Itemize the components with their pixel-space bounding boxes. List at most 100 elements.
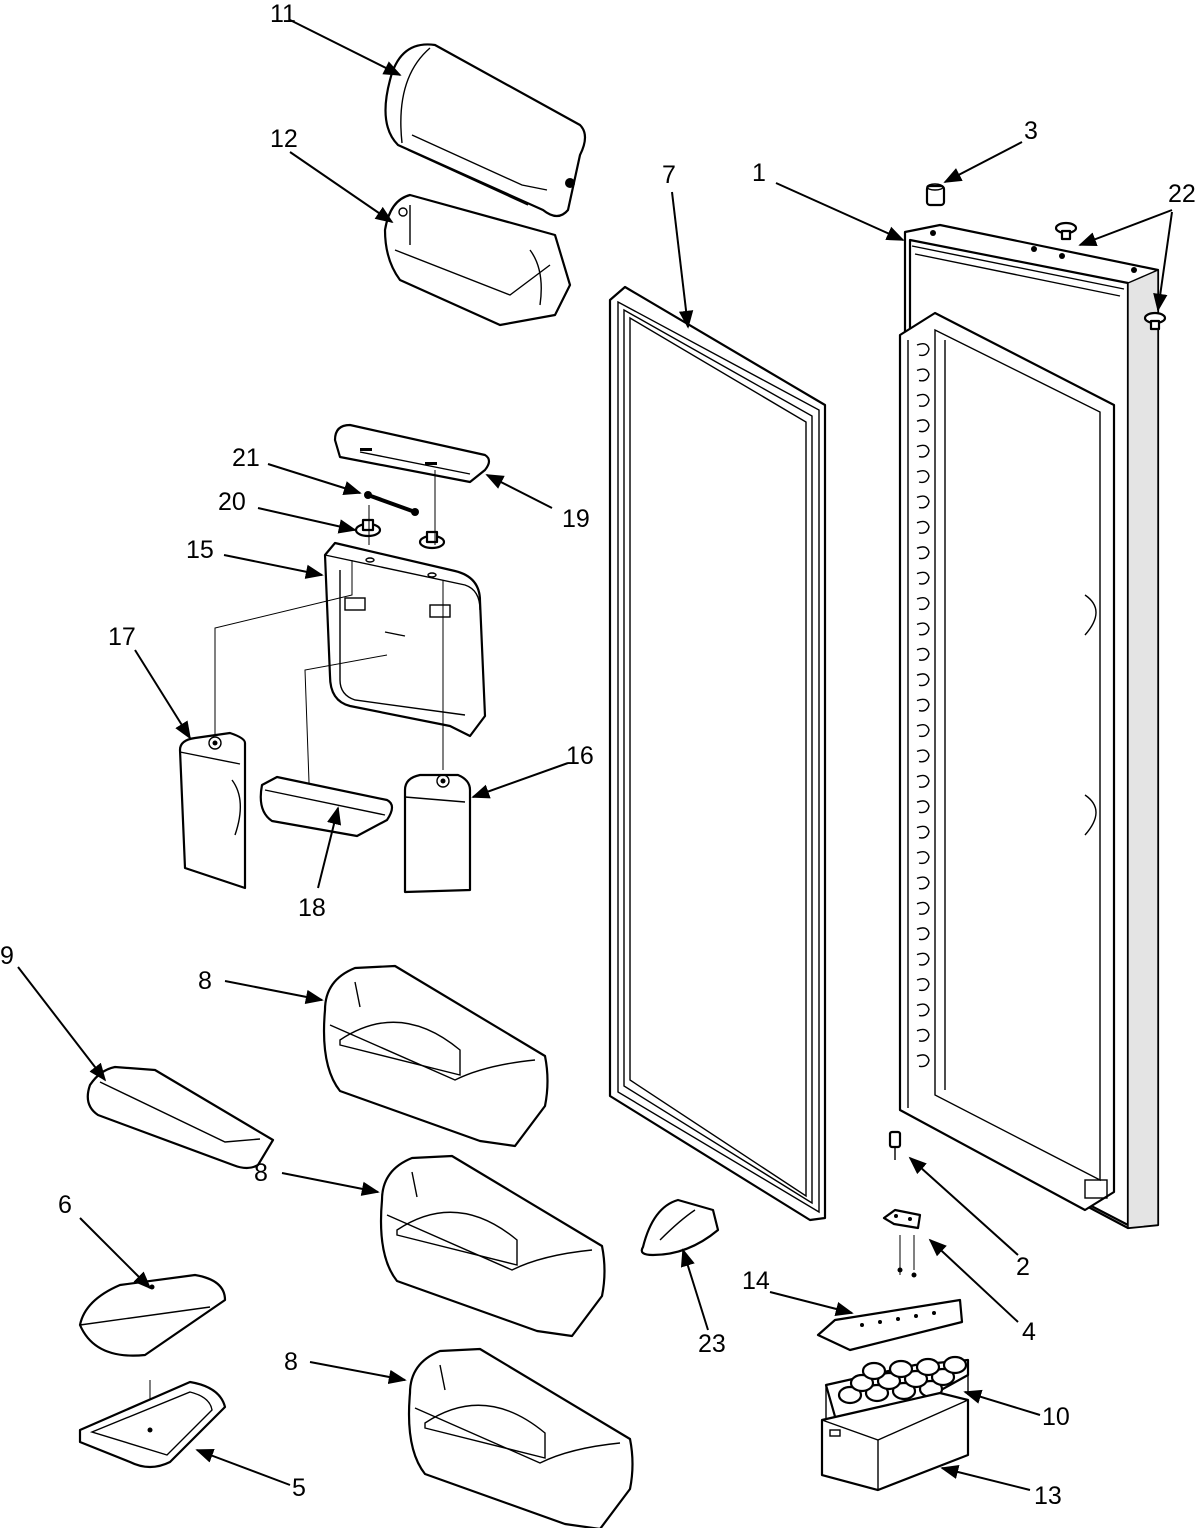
shelf-clip	[916, 546, 930, 560]
egg-cup	[837, 1385, 863, 1405]
shelf-clip	[916, 825, 930, 839]
shelf-clip	[916, 698, 930, 712]
lid-dot	[878, 1320, 882, 1324]
lid-dot	[914, 1314, 918, 1318]
callout-5: 5	[292, 1474, 306, 1502]
shelf-clip	[916, 800, 930, 814]
assembly-guide-lines	[149, 470, 915, 1410]
shelf-clip	[916, 749, 930, 763]
callout-20: 20	[218, 488, 246, 516]
shelf-clip	[916, 673, 930, 687]
dairy-door-cover	[384, 43, 587, 218]
shelf-clip	[916, 952, 930, 966]
shelf-clip	[916, 520, 930, 534]
egg-bin	[820, 1391, 970, 1492]
callout-6: 6	[58, 1191, 72, 1219]
knob-part	[354, 518, 446, 550]
shelf-clip	[916, 622, 930, 636]
callout-17: 17	[108, 623, 136, 651]
screw-part	[888, 1130, 902, 1160]
egg-cup	[861, 1361, 887, 1381]
spring-part	[364, 491, 419, 516]
left-column-cover	[178, 731, 247, 890]
egg-tray-lid-dots	[860, 1311, 936, 1327]
door-shelf-clips	[916, 342, 930, 1068]
dairy-bin	[383, 193, 572, 327]
egg-cup	[876, 1371, 902, 1391]
callout-8-middle: 8	[254, 1159, 268, 1187]
callout-8-upper: 8	[198, 967, 212, 995]
callout-21: 21	[232, 444, 260, 472]
lid-dot	[860, 1323, 864, 1327]
shelf-clip	[916, 774, 930, 788]
egg-cup	[915, 1357, 941, 1377]
callout-12: 12	[270, 125, 298, 153]
shelf-clip	[916, 850, 930, 865]
callout-4: 4	[1022, 1318, 1036, 1346]
shelf-clip	[916, 901, 930, 915]
door-bin-middle	[379, 1154, 606, 1338]
egg-tray-lid	[816, 1298, 964, 1352]
egg-cup	[930, 1367, 956, 1387]
shelf-clip	[916, 1054, 930, 1068]
shelf-clip	[916, 596, 930, 611]
clip-part	[640, 1198, 720, 1257]
bracket-part	[882, 1208, 922, 1278]
callout-16: 16	[566, 742, 594, 770]
callout-1: 1	[752, 159, 766, 187]
callout-23: 23	[698, 1330, 726, 1358]
plug-parts	[1054, 221, 1167, 331]
lid-dot	[932, 1311, 936, 1315]
butter-cover	[78, 1273, 227, 1357]
callout-15: 15	[186, 536, 214, 564]
shelf-clip	[916, 876, 930, 890]
door-gasket	[608, 285, 827, 1222]
dispenser-lid	[333, 423, 491, 484]
egg-cup	[849, 1373, 875, 1393]
shelf-clip	[916, 723, 930, 738]
shelf-clip	[916, 419, 930, 433]
shelf-clip	[916, 647, 930, 661]
callout-13: 13	[1034, 1482, 1062, 1510]
door-bin-lower	[407, 1347, 634, 1528]
callout-14: 14	[742, 1267, 770, 1295]
callout-10: 10	[1042, 1403, 1070, 1431]
shelf-clip	[916, 571, 930, 585]
shelf-clip	[916, 495, 930, 509]
callout-8-lower: 8	[284, 1348, 298, 1376]
egg-cup	[864, 1383, 890, 1403]
shelf-clip	[916, 368, 930, 382]
egg-cup	[942, 1355, 968, 1375]
egg-cup	[903, 1369, 929, 1389]
callout-18: 18	[298, 894, 326, 922]
small-tray	[259, 775, 394, 838]
callout-7: 7	[662, 161, 676, 189]
callout-2: 2	[1016, 1253, 1030, 1281]
lid-dot	[896, 1317, 900, 1321]
shelf-clip	[916, 1003, 930, 1017]
right-column-cover	[403, 773, 472, 894]
egg-cups	[837, 1355, 968, 1405]
butter-tray	[78, 1380, 227, 1469]
egg-cup	[891, 1381, 917, 1401]
shelf-clip	[916, 977, 930, 992]
door-bin-upper	[322, 964, 549, 1148]
callout-22: 22	[1168, 180, 1196, 208]
shelf-clip	[916, 444, 930, 458]
egg-cup	[888, 1359, 914, 1379]
callout-11: 11	[270, 0, 296, 28]
shelf-clip	[916, 469, 930, 484]
shelf-clip	[916, 393, 930, 407]
shelf-clip	[916, 927, 930, 941]
module-frame	[323, 541, 487, 738]
shelf-clip	[916, 1028, 930, 1042]
callout-9: 9	[0, 942, 14, 970]
door-assembly	[898, 223, 1160, 1230]
shelf-clip	[916, 342, 930, 357]
cap-part	[925, 183, 946, 207]
shallow-tray	[86, 1065, 275, 1170]
callout-19: 19	[562, 505, 590, 533]
callout-3: 3	[1024, 117, 1038, 145]
